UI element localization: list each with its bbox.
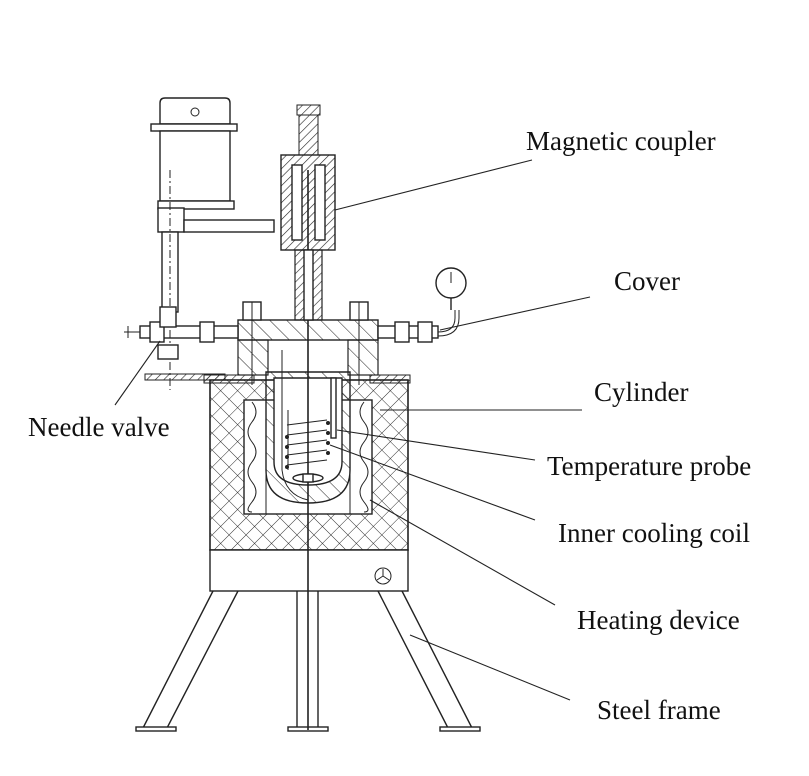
temperature-probe — [281, 350, 337, 501]
leader-lines — [114, 159, 591, 701]
magnetic-coupler — [280, 104, 336, 321]
label-temperature-probe: Temperature probe — [547, 451, 752, 481]
label-heating-device: Heating device — [577, 605, 740, 635]
inner-cooling-coil — [285, 410, 330, 470]
label-cover: Cover — [614, 266, 680, 296]
label-inner-cooling-coil: Inner cooling coil — [558, 518, 750, 548]
label-magnetic-coupler: Magnetic coupler — [526, 126, 716, 156]
label-steel-frame: Steel frame — [597, 695, 721, 725]
cover — [139, 267, 467, 385]
motor — [124, 97, 275, 390]
label-needle-valve: Needle valve — [28, 412, 170, 442]
label-cylinder: Cylinder — [594, 377, 689, 407]
